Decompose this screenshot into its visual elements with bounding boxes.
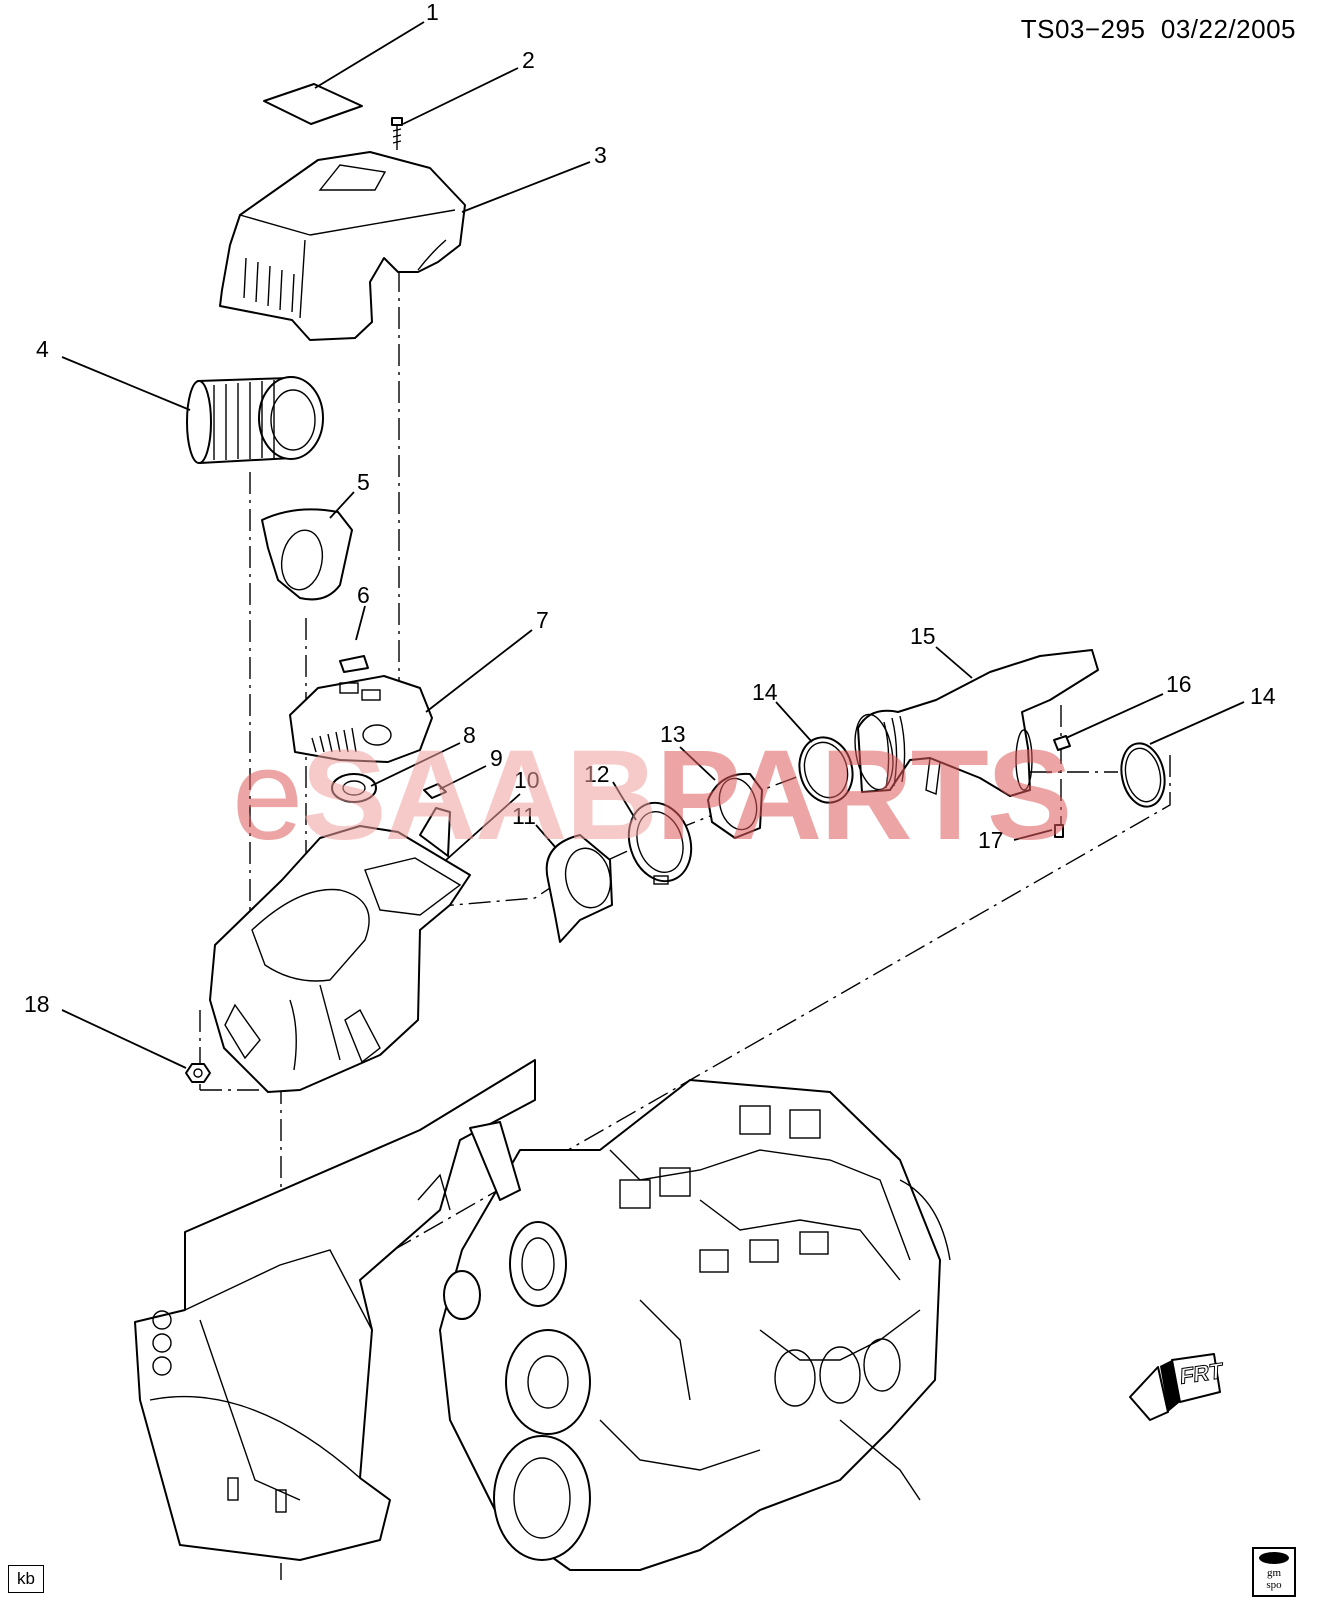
part-4-air-filter xyxy=(186,376,324,464)
part-13-resonator-adapter xyxy=(707,772,763,839)
part-2-bolt xyxy=(391,117,403,150)
part-9-clip xyxy=(423,783,447,799)
callout-14-right: 14 xyxy=(1250,683,1276,709)
part-10-air-cleaner-housing xyxy=(209,807,471,1093)
callout-17: 17 xyxy=(978,827,1004,853)
part-3-air-cleaner-cover xyxy=(219,151,466,341)
callout-16: 16 xyxy=(1166,671,1192,697)
callout-7: 7 xyxy=(536,607,549,633)
callout-1: 1 xyxy=(426,0,439,25)
callout-4: 4 xyxy=(36,336,49,362)
engine-assembly xyxy=(439,1079,951,1571)
callout-5: 5 xyxy=(357,469,370,495)
logo-top-text: gm xyxy=(1266,1567,1282,1579)
callout-3: 3 xyxy=(594,142,607,168)
part-16-clip xyxy=(1053,735,1071,751)
part-6-label xyxy=(339,655,369,673)
callout-15: 15 xyxy=(910,623,936,649)
part-7-housing-upper xyxy=(289,675,433,763)
part-18-nut xyxy=(185,1063,211,1083)
logo-bottom-text: spo xyxy=(1266,1579,1282,1591)
part-12-clamp xyxy=(627,801,693,885)
front-direction-icon xyxy=(1129,1353,1221,1421)
part-15-air-intake-duct xyxy=(854,649,1099,797)
inner-fender xyxy=(134,1059,536,1561)
part-5-seal xyxy=(261,508,353,601)
document-id: TS03−295 03/22/2005 xyxy=(1020,14,1296,44)
part-14-clamp-left xyxy=(798,736,854,804)
part-14-clamp-right xyxy=(1120,742,1166,808)
callout-10: 10 xyxy=(514,767,540,793)
callout-8: 8 xyxy=(463,722,476,748)
callout-leaders xyxy=(61,21,1245,1069)
callout-11: 11 xyxy=(512,803,536,829)
callout-12: 12 xyxy=(584,761,610,787)
callout-numbers: 1 2 3 4 5 6 7 8 9 10 11 12 13 14 15 16 1… xyxy=(24,0,1276,1017)
gm-logo-icon xyxy=(1259,1552,1289,1564)
callout-13: 13 xyxy=(660,721,686,747)
part-17-fastener xyxy=(1054,824,1064,838)
callout-9: 9 xyxy=(490,745,503,771)
callout-14-left: 14 xyxy=(752,679,778,705)
artist-initials: kb xyxy=(8,1565,44,1593)
callout-18: 18 xyxy=(24,991,50,1017)
part-8-grommet xyxy=(331,773,377,803)
gm-spo-logo: gm spo xyxy=(1252,1547,1296,1597)
callout-2: 2 xyxy=(522,47,535,73)
part-11-outlet-adapter xyxy=(545,834,613,943)
callout-6: 6 xyxy=(357,582,370,608)
part-1-emission-label xyxy=(263,83,363,125)
